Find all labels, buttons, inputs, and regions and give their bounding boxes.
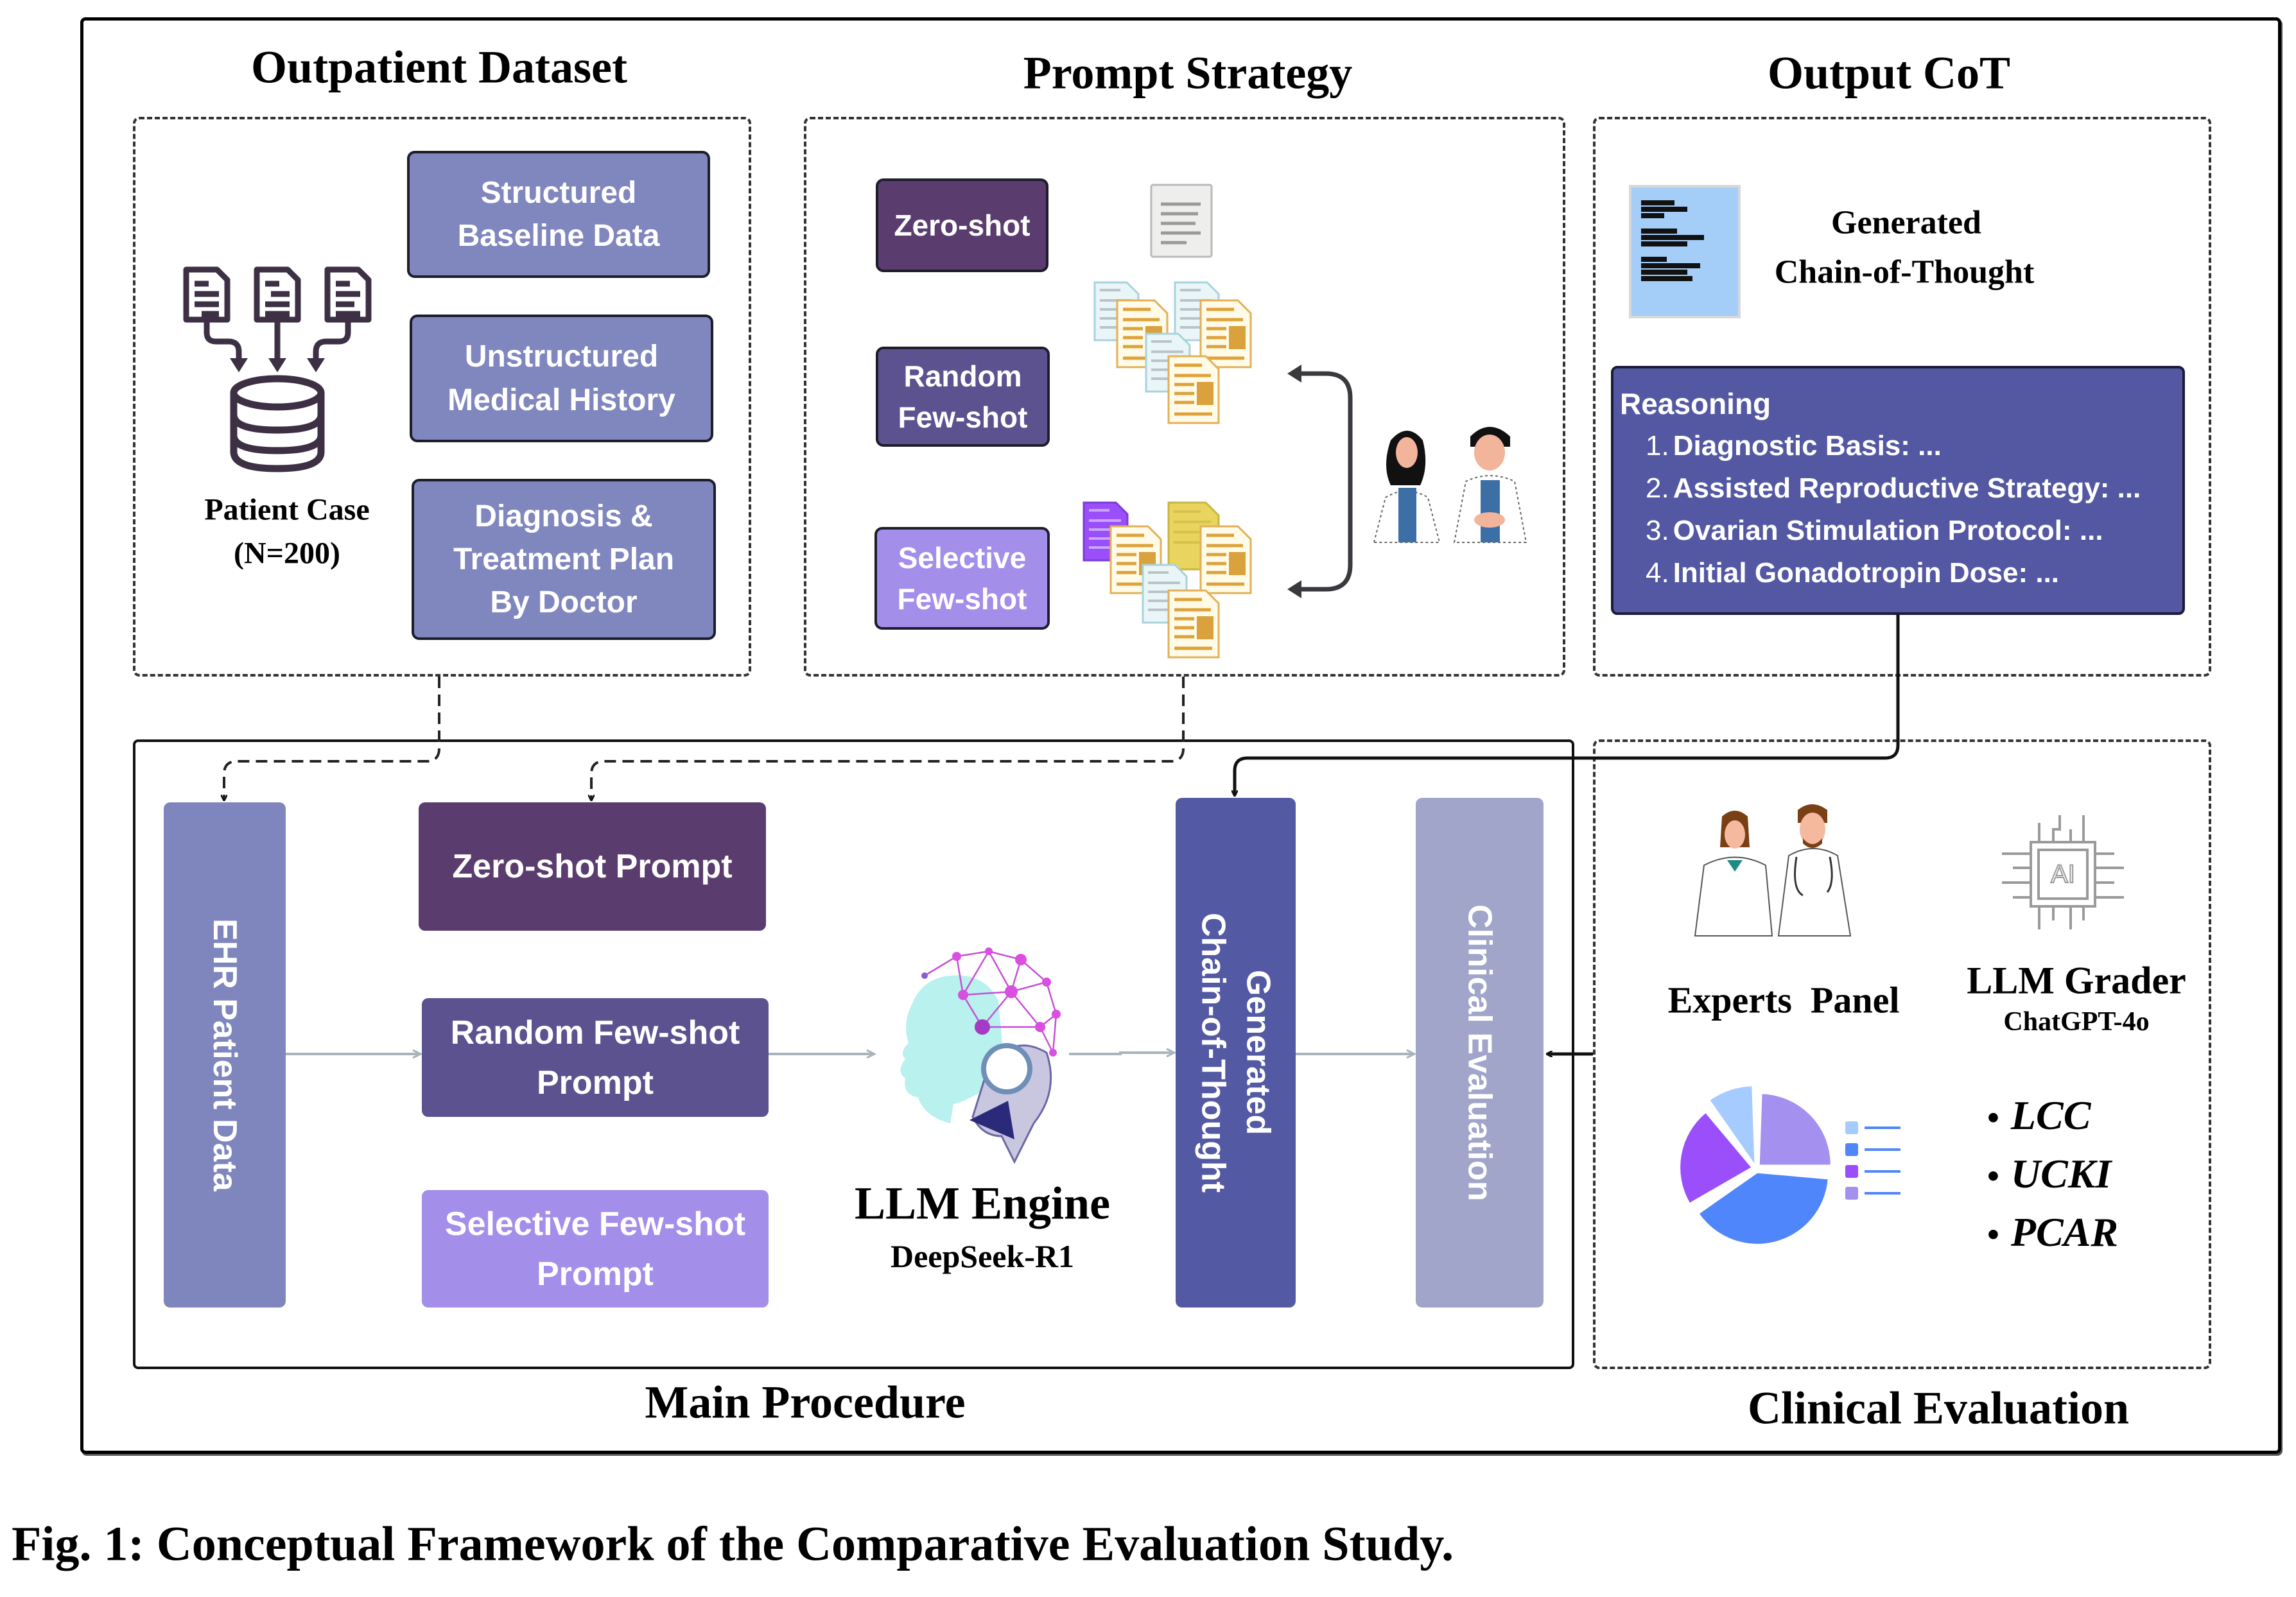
reasoning-box: Reasoning 1.Diagnostic Basis: ... 2.Assi… [1611,366,2185,615]
strategy-zero-shot: Zero-shot [876,178,1048,272]
prompt-label: Zero-shot Prompt [452,848,733,885]
reasoning-heading: Reasoning [1620,387,1771,420]
panel-output-cot [1593,117,2211,677]
clinical-evaluation-column: Clinical Evaluation [1416,798,1544,1308]
card-line: Diagnosis & [474,499,653,533]
reasoning-item-number: 3. [1646,515,1669,546]
patient-case-label: Patient Case [204,492,370,527]
section-title-output-cot: Output CoT [1767,47,2011,99]
bullet: • [1987,1215,1999,1254]
reasoning-item: 2.Assisted Reproductive Strategy: ... [1646,467,2182,510]
ehr-label: EHR Patient Data [206,919,244,1191]
generated-cot-line: Chain-of-Thought [1194,912,1232,1193]
llm-grader-title: LLM Grader [1967,959,2186,1002]
prompt-label: Selective Few-shot [444,1205,746,1243]
card-line: Treatment Plan [453,542,675,576]
card-diagnosis-treatment-plan: Diagnosis & Treatment Plan By Doctor [412,479,716,640]
strategy-label: Zero-shot [894,208,1031,242]
panel-prompt-strategy [804,117,1565,677]
reasoning-item: 4.Initial Gonadotropin Dose: ... [1646,552,2182,594]
reasoning-item-number: 4. [1646,557,1669,589]
strategy-label: Few-shot [898,401,1028,434]
llm-engine-model: DeepSeek-R1 [890,1238,1075,1274]
figure-frame [80,17,2281,1454]
card-line: Unstructured [464,340,659,374]
card-line: Baseline Data [457,219,660,253]
bullet: • [1987,1157,1999,1195]
llm-grader-model: ChatGPT-4o [2003,1007,2150,1037]
section-title-outpatient-dataset: Outpatient Dataset [251,41,627,93]
section-title-clinical-evaluation: Clinical Evaluation [1747,1382,2130,1434]
generated-cot-label-line1: Generated [1831,204,1981,241]
section-title-prompt-strategy: Prompt Strategy [1023,47,1353,99]
clinical-evaluation-column-label: Clinical Evaluation [1461,904,1499,1202]
metric-ucki: • UCKI [1987,1150,2111,1198]
reasoning-item-number: 2. [1646,472,1669,504]
reasoning-item: 1.Diagnostic Basis: ... [1646,425,2182,467]
zero-shot-prompt: Zero-shot Prompt [419,802,766,931]
card-line: Medical History [448,383,675,417]
llm-engine-title: LLM Engine [854,1177,1111,1229]
reasoning-item-text: Initial Gonadotropin Dose: ... [1673,557,2060,589]
reasoning-item: 3.Ovarian Stimulation Protocol: ... [1646,510,2182,552]
card-line: Structured [480,175,637,210]
reasoning-item-text: Ovarian Stimulation Protocol: ... [1673,515,2103,546]
metric-pcar: • PCAR [1987,1209,2118,1256]
prompt-label: Prompt [536,1064,654,1101]
metric-label: PCAR [2010,1209,2119,1255]
section-title-main-procedure: Main Procedure [645,1376,966,1428]
prompt-label: Random Few-shot [450,1014,740,1051]
panel-clinical-evaluation [1593,739,2211,1369]
metric-label: LCC [2010,1092,2091,1138]
prompt-label: Prompt [537,1255,654,1293]
strategy-label: Few-shot [897,582,1027,616]
generated-cot-line: Generated [1239,970,1277,1135]
card-line: By Doctor [490,585,638,620]
metric-label: UCKI [2010,1151,2112,1196]
panel-main-procedure [133,739,1574,1369]
generated-cot-label-line2: Chain-of-Thought [1774,254,2035,291]
experts-panel-label: Experts Panel [1667,979,1900,1021]
strategy-label: Selective [898,540,1027,574]
strategy-label: Random [903,359,1022,393]
metric-lcc: • LCC [1987,1092,2091,1139]
reasoning-item-number: 1. [1646,430,1669,462]
bullet: • [1987,1098,1999,1137]
panel-outpatient-dataset [133,117,751,677]
patient-case-count: (N=200) [234,536,340,571]
reasoning-item-text: Diagnostic Basis: ... [1673,430,1942,462]
figure-caption: Fig. 1: Conceptual Framework of the Comp… [12,1517,1454,1571]
reasoning-item-text: Assisted Reproductive Strategy: ... [1673,472,2141,504]
ehr-patient-data-column: EHR Patient Data [164,802,286,1308]
